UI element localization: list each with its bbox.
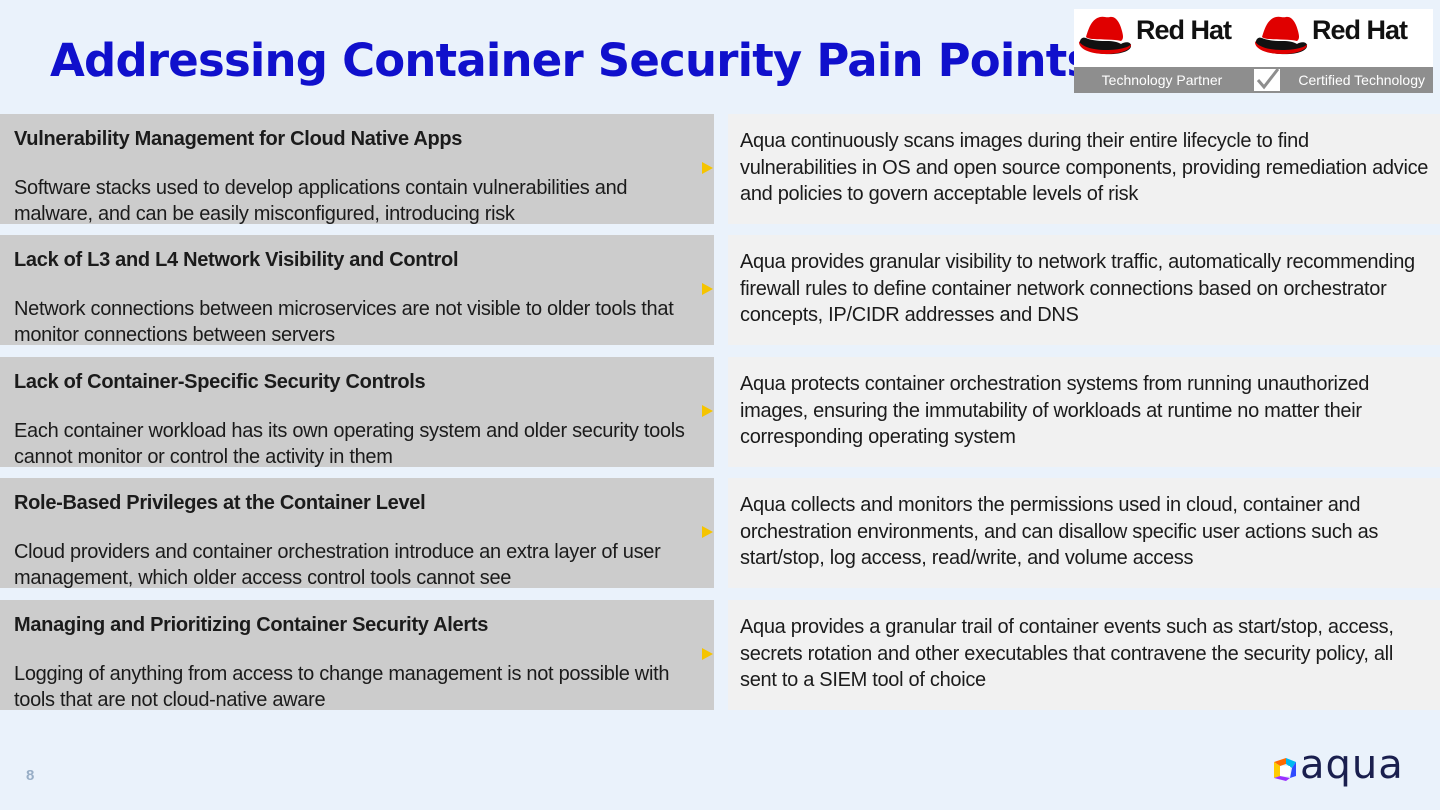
- page-number: 8: [26, 767, 35, 784]
- redhat-wordmark: Red Hat: [1312, 15, 1408, 45]
- pain-point-row: Managing and Prioritizing Container Secu…: [0, 600, 1440, 711]
- pain-point-row: Vulnerability Management for Cloud Nativ…: [0, 114, 1440, 225]
- pain-point-heading: Vulnerability Management for Cloud Nativ…: [14, 128, 463, 150]
- pain-point-heading: Lack of Container-Specific Security Cont…: [14, 371, 426, 393]
- pain-point-heading: Role-Based Privileges at the Container L…: [14, 492, 426, 514]
- redhat-wordmark: Red Hat: [1136, 15, 1232, 45]
- pain-point-heading: Managing and Prioritizing Container Secu…: [14, 614, 489, 636]
- redhat-certified-technology-badge: Red Hat Certified Technology: [1250, 9, 1433, 93]
- pain-point-description: Logging of anything from access to chang…: [14, 663, 670, 711]
- pain-point-row: Lack of L3 and L4 Network Visibility and…: [0, 235, 1440, 346]
- pain-point-description: Software stacks used to develop applicat…: [14, 177, 628, 225]
- arrow-right-icon: [702, 648, 713, 660]
- solution-panel: Aqua collects and monitors the permissio…: [728, 478, 1440, 588]
- solution-panel: Aqua continuously scans images during th…: [728, 114, 1440, 224]
- pain-point-panel: Lack of Container-Specific Security Cont…: [0, 357, 714, 468]
- pain-point-description: Cloud providers and container orchestrat…: [14, 541, 661, 589]
- arrow-right-icon: [702, 526, 713, 538]
- aqua-wordmark: aqua: [1300, 742, 1404, 788]
- slide-title: Addressing Container Security Pain Point…: [50, 34, 1093, 87]
- pain-point-row: Lack of Container-Specific Security Cont…: [0, 357, 1440, 468]
- partner-logos: Red Hat Technology Partner Red Hat Certi…: [1074, 9, 1433, 93]
- pain-point-panel: Role-Based Privileges at the Container L…: [0, 478, 714, 589]
- solution-panel: Aqua protects container orchestration sy…: [728, 357, 1440, 467]
- aqua-logo: aqua: [1272, 742, 1404, 794]
- pain-point-panel: Vulnerability Management for Cloud Nativ…: [0, 114, 714, 225]
- pain-point-row: Role-Based Privileges at the Container L…: [0, 478, 1440, 589]
- pain-point-heading: Lack of L3 and L4 Network Visibility and…: [14, 249, 459, 271]
- pain-point-panel: Managing and Prioritizing Container Secu…: [0, 600, 714, 711]
- pain-point-description: Network connections between microservice…: [14, 298, 674, 346]
- pain-point-panel: Lack of L3 and L4 Network Visibility and…: [0, 235, 714, 346]
- aqua-mark-icon: [1274, 758, 1296, 781]
- arrow-right-icon: [702, 162, 713, 174]
- checkmark-icon: [1252, 67, 1282, 93]
- redhat-hat-icon: [1078, 16, 1132, 55]
- redhat-hat-icon: [1254, 16, 1308, 55]
- pain-point-description: Each container workload has its own oper…: [14, 420, 685, 468]
- redhat-technology-partner-badge: Red Hat Technology Partner: [1074, 9, 1250, 93]
- solution-panel: Aqua provides a granular trail of contai…: [728, 600, 1440, 710]
- arrow-right-icon: [702, 405, 713, 417]
- solution-panel: Aqua provides granular visibility to net…: [728, 235, 1440, 345]
- arrow-right-icon: [702, 283, 713, 295]
- badge-caption: Technology Partner: [1074, 67, 1250, 93]
